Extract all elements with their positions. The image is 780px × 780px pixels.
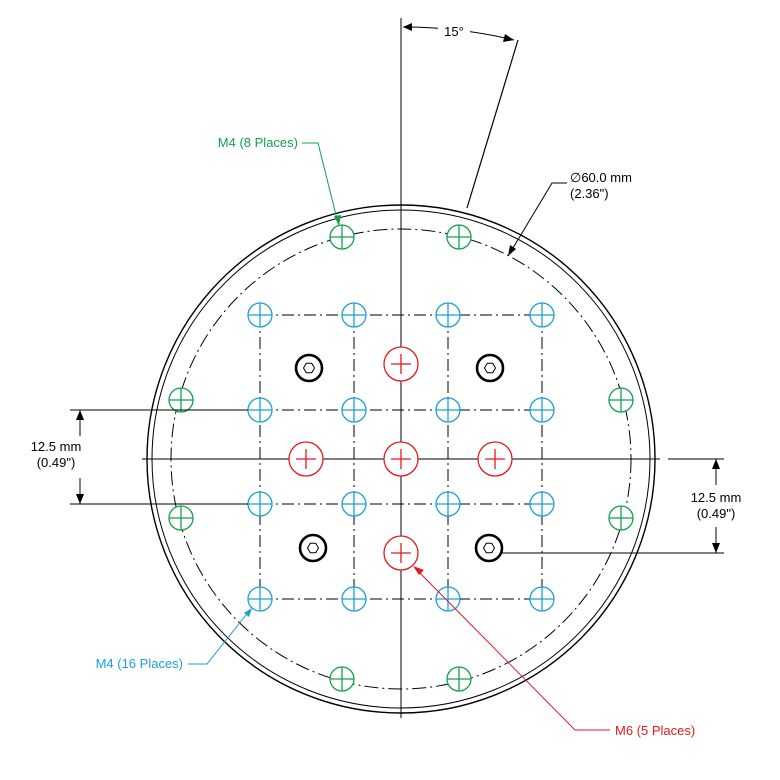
- right-dimension-in: (0.49"): [697, 506, 736, 521]
- circle-cross-icon: [435, 302, 461, 328]
- circle-cross-icon: [329, 666, 355, 692]
- hex-socket-icon: [294, 353, 324, 383]
- circle-cross-icon: [341, 491, 367, 517]
- m4-blue-arrow: [244, 608, 252, 617]
- circle-cross-icon: [329, 224, 355, 250]
- angle-arrow-right: [503, 34, 514, 42]
- left-dimension-mm: 12.5 mm: [31, 439, 82, 454]
- circle-cross-icon: [446, 224, 472, 250]
- m6-red-arrow: [413, 566, 424, 575]
- circle-cross-icon: [529, 302, 555, 328]
- circle-cross-icon: [288, 441, 324, 477]
- circle-cross-icon: [435, 397, 461, 423]
- circle-cross-icon: [383, 441, 419, 477]
- circle-cross-icon: [341, 397, 367, 423]
- left-dim-arrow-top: [76, 410, 84, 420]
- angle-reference-line: [466, 39, 519, 209]
- m6-red-label: M6 (5 Places): [615, 723, 695, 738]
- circle-cross-icon: [529, 491, 555, 517]
- circle-cross-icon: [341, 302, 367, 328]
- diameter-leader: [509, 182, 567, 254]
- m4-blue-label: M4 (16 Places): [96, 656, 183, 671]
- circle-cross-icon: [529, 586, 555, 612]
- left-dimension: [70, 409, 248, 505]
- blue-holes: [247, 302, 555, 612]
- circle-cross-icon: [446, 666, 472, 692]
- m4-green-label: M4 (8 Places): [218, 135, 298, 150]
- m4-blue-leader: [188, 609, 251, 665]
- circle-cross-icon: [608, 505, 634, 531]
- circle-cross-icon: [529, 397, 555, 423]
- circle-cross-icon: [247, 302, 273, 328]
- angle-arrow-left: [403, 23, 412, 31]
- m4-green-leader: [302, 142, 339, 224]
- left-dimension-in: (0.49"): [37, 455, 76, 470]
- diameter-arrow: [508, 245, 516, 256]
- right-dimension-mm: 12.5 mm: [691, 490, 742, 505]
- cap-screws: [294, 353, 505, 563]
- hex-socket-icon: [298, 533, 328, 563]
- circle-cross-icon: [477, 441, 513, 477]
- circle-cross-icon: [341, 586, 367, 612]
- green-holes: [168, 224, 634, 692]
- m6-red-leader: [415, 568, 610, 731]
- circle-cross-icon: [383, 346, 419, 382]
- angle-label: 15°: [444, 24, 464, 39]
- circle-cross-icon: [435, 491, 461, 517]
- hex-socket-icon: [474, 533, 504, 563]
- circle-cross-icon: [247, 586, 273, 612]
- circle-cross-icon: [168, 387, 194, 413]
- circle-cross-icon: [247, 491, 273, 517]
- red-holes: [288, 346, 513, 571]
- circle-cross-icon: [168, 505, 194, 531]
- m4-green-arrow: [334, 215, 341, 226]
- circle-cross-icon: [247, 397, 273, 423]
- right-dim-arrow-bottom: [712, 543, 720, 553]
- right-dim-arrow-top: [712, 459, 720, 469]
- circle-cross-icon: [608, 387, 634, 413]
- circle-cross-icon: [435, 586, 461, 612]
- diameter-label-in: (2.36"): [570, 186, 609, 201]
- left-dim-arrow-bottom: [76, 494, 84, 504]
- circle-cross-icon: [383, 535, 419, 571]
- diameter-label-mm: ∅60.0 mm: [570, 170, 632, 185]
- hex-socket-icon: [475, 353, 505, 383]
